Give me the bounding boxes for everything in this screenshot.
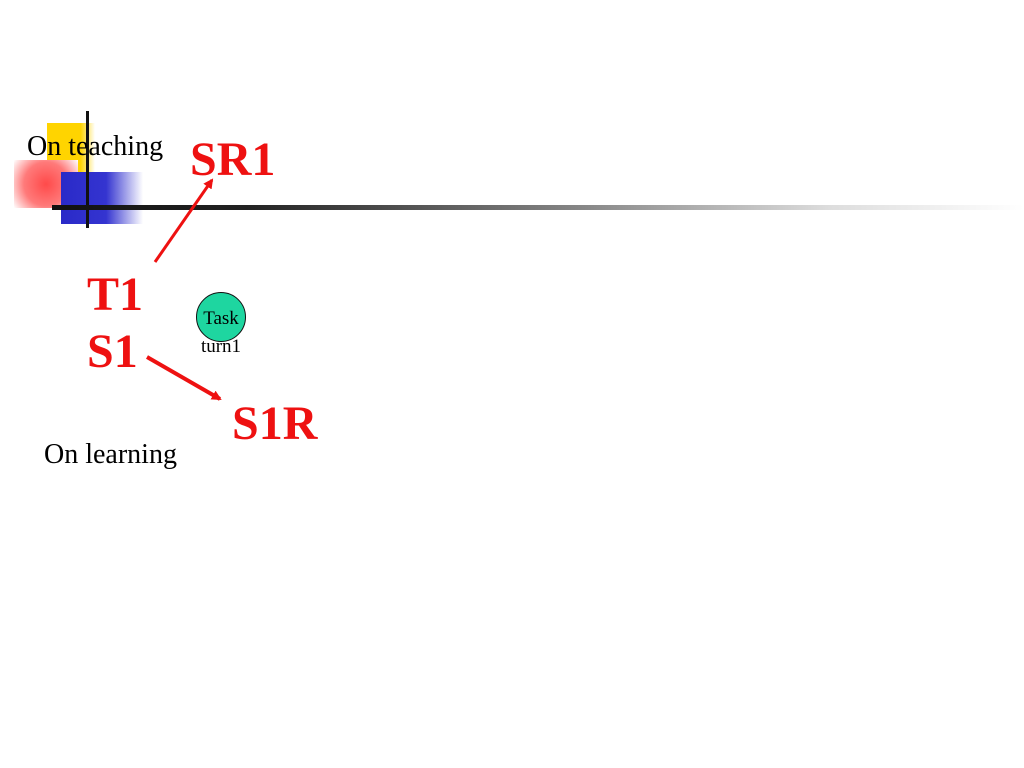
node-t1: T1 (87, 268, 144, 321)
node-s1r: S1R (232, 397, 318, 450)
task-circle (196, 292, 246, 342)
node-s1: S1 (87, 325, 138, 378)
task-label: Task (203, 308, 239, 329)
on-teaching-label: On teaching (27, 131, 164, 162)
logo-vertical-line (86, 111, 89, 228)
on-learning-label: On learning (44, 439, 177, 470)
node-sr1: SR1 (190, 133, 276, 186)
logo-blue-square-icon (61, 172, 143, 224)
arrow-t1-to-sr1-icon (153, 178, 214, 263)
header-divider-line (52, 205, 1024, 210)
arrow-s1-to-s1r-icon (146, 355, 222, 401)
task-turn-label: turn1 (200, 336, 242, 357)
